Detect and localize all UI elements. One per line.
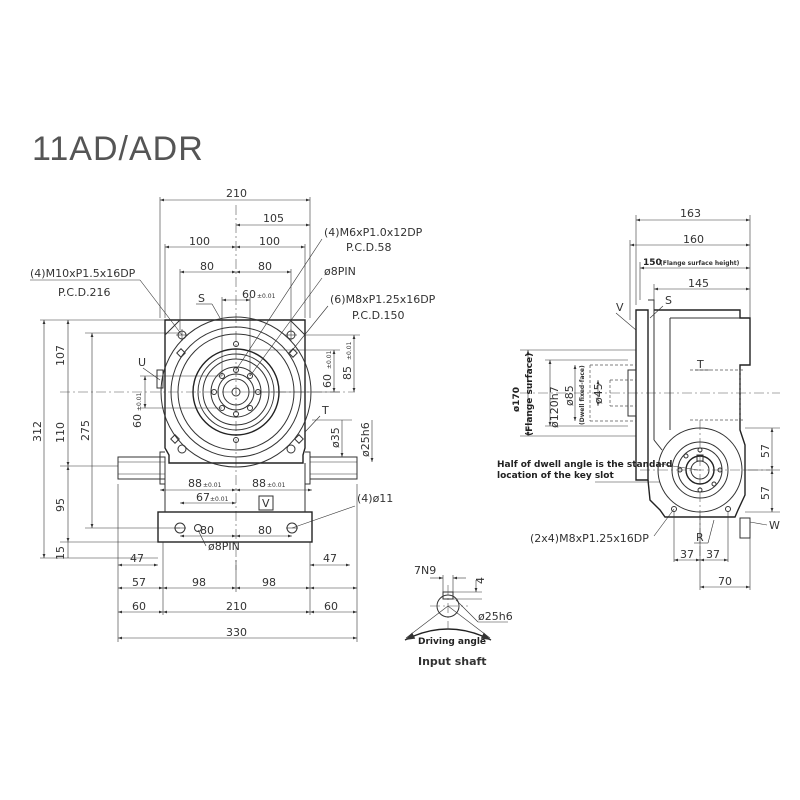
dim-80-right: 80	[258, 260, 272, 273]
shaft-dia: ø25h6	[478, 610, 513, 623]
dim-98-left: 98	[192, 576, 206, 589]
dim-80-bottom-right: 80	[258, 524, 272, 537]
dim-67: 67	[196, 491, 210, 504]
side-view: 163 160 150 (Flange surface height) 145 …	[497, 207, 780, 590]
dim-60-bottom-left: 60	[132, 600, 146, 613]
dim-312: 312	[31, 421, 44, 442]
dim-57-a: 57	[759, 444, 772, 458]
dim-145: 145	[688, 277, 709, 290]
side-label-t: T	[696, 358, 704, 371]
dim-80-bottom-left: 80	[200, 524, 214, 537]
tol-88-left: ±0.01	[203, 482, 222, 489]
dim-98-right: 98	[262, 576, 276, 589]
dim-dwell-face: (Dwell fixed-face)	[579, 365, 586, 425]
dim-57-b: 57	[759, 486, 772, 500]
callout-m6: (4)M6xP1.0x12DP	[324, 226, 423, 239]
dim-95: 95	[54, 498, 67, 512]
dim-105: 105	[263, 212, 284, 225]
callout-pcd58: P.C.D.58	[346, 241, 392, 254]
dim-flange-surface: (Flange surface)	[525, 353, 535, 436]
callout-pcd150: P.C.D.150	[352, 309, 405, 322]
shaft-depth-4: 4	[474, 577, 487, 584]
callout-m8: (6)M8xP1.25x16DP	[330, 293, 436, 306]
dim-210: 210	[226, 187, 247, 200]
dim-d35: ø35	[329, 427, 342, 448]
dim-163: 163	[680, 207, 701, 220]
tol-67: ±0.01	[210, 496, 229, 503]
dim-150-note: (Flange surface height)	[660, 260, 740, 267]
label-t: T	[321, 404, 329, 417]
dim-d170: ø170	[512, 387, 522, 412]
dim-d120h7: ø120h7	[548, 386, 561, 428]
dim-70: 70	[718, 575, 732, 588]
dim-37-b: 37	[706, 548, 720, 561]
front-view: 210 105 100 100 80 80 60 ±0.01 312 107 1…	[30, 187, 436, 642]
tol-88-right: ±0.01	[267, 482, 286, 489]
dim-47-right: 47	[323, 552, 337, 565]
side-label-s: S	[665, 294, 672, 307]
dim-37-a: 37	[680, 548, 694, 561]
dim-d25h6: ø25h6	[359, 422, 372, 457]
side-label-v: V	[616, 301, 624, 314]
dim-60: 60	[242, 288, 256, 301]
input-shaft-detail: 7N9 4 ø25h6 Driving angle Input shaft	[404, 564, 513, 668]
dim-d85: ø85	[563, 385, 576, 406]
dim-100-left: 100	[189, 235, 210, 248]
callout-pin-bottom: ø8PIN	[208, 540, 240, 553]
callout-pin-top: ø8PIN	[324, 265, 356, 278]
note-line-2: location of the key slot	[497, 471, 614, 481]
tol-60-left: ±0.01	[136, 392, 143, 411]
dim-60-bottom-right: 60	[324, 600, 338, 613]
side-label-w: W	[769, 519, 780, 532]
dim-88-left: 88	[188, 477, 202, 490]
callout-holes11: (4)ø11	[357, 492, 393, 505]
dim-88-right: 88	[252, 477, 266, 490]
dim-150: 150	[643, 258, 662, 268]
drawing-title: 11AD/ADR	[32, 130, 204, 168]
dim-57: 57	[132, 576, 146, 589]
dim-d45: ø45	[592, 383, 605, 404]
dim-80-left: 80	[200, 260, 214, 273]
tol-60-right: ±0.01	[326, 350, 333, 369]
dim-210-bottom: 210	[226, 600, 247, 613]
dim-110: 110	[54, 422, 67, 443]
note-line-1: Half of dwell angle is the standard	[497, 460, 672, 470]
callout-pcd216: P.C.D.216	[58, 286, 111, 299]
dim-330: 330	[226, 626, 247, 639]
dim-160: 160	[683, 233, 704, 246]
tol-85: ±0.01	[346, 341, 353, 360]
callout-m10: (4)M10xP1.5x16DP	[30, 267, 136, 280]
dim-47-left: 47	[130, 552, 144, 565]
dim-275: 275	[79, 420, 92, 441]
dim-85: 85	[341, 366, 354, 380]
driving-angle-label: Driving angle	[418, 637, 486, 647]
dim-15: 15	[54, 546, 67, 560]
shaft-key-7n9: 7N9	[414, 564, 436, 577]
dim-100-right: 100	[259, 235, 280, 248]
callout-m8-side: (2x4)M8xP1.25x16DP	[530, 532, 649, 545]
tol-60: ±0.01	[257, 293, 276, 300]
dim-107: 107	[54, 345, 67, 366]
input-shaft-caption: Input shaft	[418, 655, 487, 668]
label-u: U	[138, 356, 146, 369]
dim-60-left: 60	[131, 414, 144, 428]
label-v: V	[262, 497, 270, 510]
dim-60-right: 60	[321, 374, 334, 388]
label-s: S	[198, 292, 205, 305]
